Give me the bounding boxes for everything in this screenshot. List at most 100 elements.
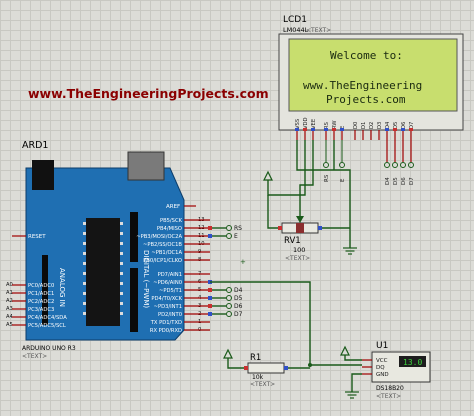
- watermark-text: www.TheEngineeringProjects.com: [28, 86, 269, 101]
- svg-text:A4: A4: [6, 314, 14, 320]
- r1-ref: R1: [250, 353, 261, 363]
- u1-wires: [344, 355, 362, 392]
- arduino-text-tag: <TEXT>: [22, 353, 47, 360]
- arduino-right-pins: PB5/SCK PB4/MISO ~PB3/MOSI/OC2A ~PB2/SS/…: [136, 218, 182, 334]
- u1-ground-symbol: [345, 391, 359, 399]
- arduino-left-pin-stubs: [12, 284, 26, 326]
- u1-pin-stubs: [362, 359, 372, 375]
- arduino-aref-label: AREF: [166, 204, 180, 210]
- lcd-pin-d1: D1: [361, 122, 367, 129]
- power-symbol-top: [263, 170, 273, 181]
- r1-value: 10k: [252, 374, 264, 381]
- lcd-pin-d6: D6: [401, 122, 407, 129]
- rv1-text-tag: <TEXT>: [285, 255, 310, 262]
- u1-sensor[interactable]: [371, 351, 431, 383]
- arduino-digital-label: DIGITAL (~PWM): [142, 250, 150, 308]
- arduino-analog-label: ANALOG IN: [58, 268, 66, 307]
- arduino-net-wires: [212, 227, 226, 315]
- arduino-net-terminals: [226, 225, 232, 317]
- lcd-screen: [288, 38, 458, 112]
- rv1-value: 100: [293, 246, 305, 254]
- probe-marker: +: [240, 258, 246, 266]
- svg-text:~PB1/OC1A: ~PB1/OC1A: [151, 250, 182, 256]
- svg-text:A3: A3: [6, 306, 13, 312]
- svg-text:E: E: [234, 233, 238, 240]
- lcd-ref: LCD1: [283, 15, 307, 25]
- svg-text:D4: D4: [385, 177, 391, 185]
- arduino-left-pins: PC0/ADC0 PC1/ADC1 PC2/ADC2 PC3/ADC3 PC4/…: [28, 283, 67, 329]
- power-wires: [267, 140, 351, 248]
- lcd-line3: Projects.com: [326, 93, 406, 106]
- u1-part: DS18B20: [376, 385, 404, 392]
- lcd-pin-vee: VEE: [311, 119, 317, 129]
- svg-text:~PD3/INT1: ~PD3/INT1: [154, 304, 182, 310]
- rv1-ref: RV1: [284, 236, 301, 246]
- svg-text:D7: D7: [234, 311, 243, 318]
- arduino-reset-label: RESET: [28, 234, 46, 240]
- lcd-pin-vdd: VDD: [303, 117, 309, 129]
- arduino-right-pin-dots: [208, 226, 212, 316]
- svg-text:RX PD0/RXD: RX PD0/RXD: [150, 328, 182, 334]
- r1-wires: [227, 358, 310, 369]
- arduino-right-pin-numbers: 13 12 11 10 9 8 7 6 5 4 3 2 1 0: [198, 217, 205, 333]
- lcd-pin-d7: D7: [409, 122, 415, 129]
- lcd-pin-rs: RS: [324, 122, 330, 129]
- svg-text:PC4/ADC4/SDA: PC4/ADC4/SDA: [28, 315, 67, 321]
- svg-text:VCC: VCC: [376, 358, 388, 364]
- lcd-pin-d0: D0: [353, 122, 359, 129]
- lcd-rs-e-terminals: [323, 140, 345, 168]
- lcd-text-tag: <TEXT>: [306, 27, 331, 34]
- arduino-board[interactable]: [25, 151, 185, 341]
- lcd-data-net-labels: D4 D5 D6 D7: [385, 177, 415, 185]
- r1-resistor[interactable]: [244, 362, 288, 374]
- svg-text:D4: D4: [234, 287, 243, 294]
- lcd-rs-e-net-labels: RS E: [324, 174, 346, 182]
- u1-ref: U1: [376, 341, 388, 351]
- lcd-pin-d5: D5: [393, 122, 399, 129]
- junction-dot: [308, 363, 312, 367]
- svg-text:A1: A1: [6, 290, 13, 296]
- svg-text:PC1/ADC1: PC1/ADC1: [28, 291, 54, 297]
- svg-text:PC2/ADC2: PC2/ADC2: [28, 299, 54, 305]
- lcd-pin-vss: VSS: [295, 119, 301, 129]
- lcd-pin-dots: [295, 128, 413, 131]
- arduino-name: ARDUINO UNO R3: [22, 345, 76, 352]
- u1-pin-labels: VCC DQ GND: [376, 358, 389, 378]
- lcd-pin-e: E: [340, 126, 346, 129]
- svg-text:PD7/AIN1: PD7/AIN1: [158, 272, 182, 278]
- svg-text:~PD5/T1: ~PD5/T1: [159, 288, 182, 294]
- lcd-pin-d2: D2: [369, 122, 375, 129]
- rv1-potentiometer[interactable]: [278, 216, 322, 234]
- svg-text:D5: D5: [393, 177, 399, 185]
- arduino-ref: ARD1: [22, 140, 48, 151]
- svg-text:PC3/ADC3: PC3/ADC3: [28, 307, 54, 313]
- svg-text:D6: D6: [401, 177, 407, 185]
- svg-text:~PB2/SS/OC1B: ~PB2/SS/OC1B: [143, 242, 182, 248]
- svg-text:RS: RS: [234, 225, 242, 232]
- svg-text:TX PD1/TXD: TX PD1/TXD: [150, 320, 182, 326]
- svg-text:~PB3/MOSI/OC2A: ~PB3/MOSI/OC2A: [136, 234, 182, 240]
- svg-text:PD2/INT0: PD2/INT0: [158, 312, 182, 318]
- r1-power-symbol: [223, 348, 233, 359]
- lcd-pin-d3: D3: [377, 122, 383, 129]
- svg-text:PD4/T0/XCK: PD4/T0/XCK: [151, 296, 182, 302]
- lcd-pin-labels: VSS VDD VEE RS RW E D0 D1 D2 D3 D4 D5 D6…: [295, 117, 415, 129]
- ground-symbol-rv1: [343, 247, 357, 255]
- lcd-pin-stubs: [296, 130, 412, 162]
- svg-text:~PD6/AIN0: ~PD6/AIN0: [153, 280, 182, 286]
- svg-text:PC0/ADC0: PC0/ADC0: [28, 283, 54, 289]
- svg-text:PB4/MISO: PB4/MISO: [157, 226, 182, 232]
- svg-text:PC5/ADC5/SCL: PC5/ADC5/SCL: [28, 323, 66, 329]
- svg-text:DQ: DQ: [376, 365, 385, 371]
- svg-text:GND: GND: [376, 372, 389, 378]
- arduino-net-labels: RS E D4 D5 D6 D7: [234, 225, 243, 318]
- lcd-pin-d4: D4: [385, 121, 391, 129]
- arduino-left-pin-numbers: A0 A1 A2 A3 A4 A5: [6, 282, 14, 328]
- svg-text:E: E: [340, 178, 346, 182]
- svg-text:A2: A2: [6, 298, 13, 304]
- svg-text:D6: D6: [234, 303, 243, 310]
- svg-text:PB5/SCK: PB5/SCK: [160, 218, 183, 224]
- r1-text-tag: <TEXT>: [250, 381, 275, 388]
